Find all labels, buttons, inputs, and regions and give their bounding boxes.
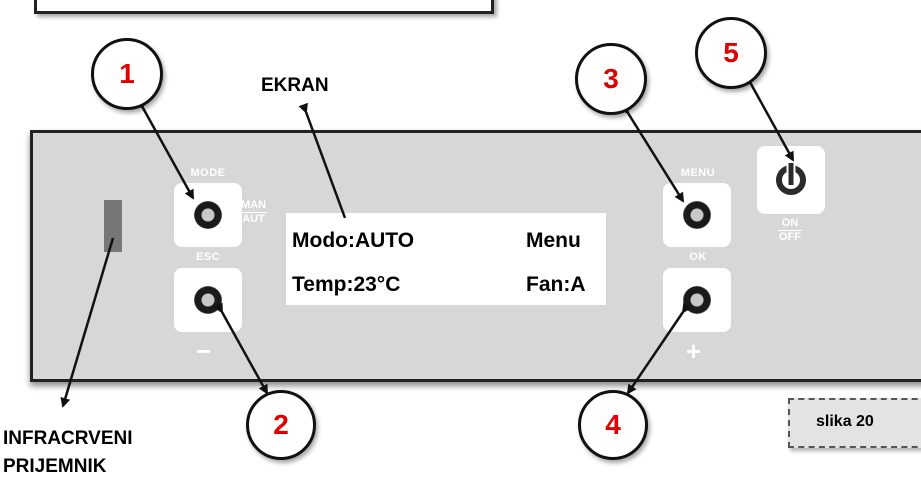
infrared-label-line1: INFRACRVENI <box>3 428 133 449</box>
power-indicator-icon <box>786 161 796 187</box>
esc-button[interactable] <box>174 268 242 332</box>
aut-label: AUT <box>242 213 265 225</box>
minus-sign: − <box>196 336 212 366</box>
infrared-label-line2: PRIJEMNIK <box>3 456 107 477</box>
mode-knob-icon <box>194 201 222 229</box>
menu-label: MENU <box>680 167 716 179</box>
lcd-line1-right: Menu <box>526 229 581 252</box>
lcd-line2-left: Temp:23°C <box>292 273 401 296</box>
top-frame <box>34 0 494 14</box>
on-label: ON <box>778 217 802 231</box>
plus-sign: + <box>686 336 702 366</box>
esc-label: ESC <box>195 251 221 263</box>
on-off-label: ON OFF <box>778 217 802 244</box>
off-label: OFF <box>779 231 801 243</box>
esc-knob-icon <box>194 286 222 314</box>
ok-label: OK <box>689 251 707 263</box>
callout-5: 5 <box>695 17 767 89</box>
power-button[interactable] <box>757 146 825 214</box>
callout-4: 4 <box>578 390 648 460</box>
callout-1: 1 <box>91 38 163 110</box>
ok-knob-icon <box>683 286 711 314</box>
menu-knob-icon <box>683 201 711 229</box>
lcd-screen: Modo:AUTO Menu Temp:23°C Fan:A <box>286 213 606 305</box>
man-label: MAN <box>240 199 268 213</box>
figure-caption-box: slika 20 <box>788 398 921 448</box>
callout-3: 3 <box>575 43 647 115</box>
screen-label: EKRAN <box>261 75 329 96</box>
lcd-line2-right: Fan:A <box>526 273 586 296</box>
mode-button[interactable] <box>174 183 242 247</box>
ok-button[interactable] <box>663 268 731 332</box>
figure-caption: slika 20 <box>816 413 874 430</box>
callout-2: 2 <box>246 390 316 460</box>
infrared-sensor <box>104 200 122 252</box>
menu-button[interactable] <box>663 183 731 247</box>
man-aut-label: MAN AUT <box>240 199 268 226</box>
mode-label: MODE <box>190 167 226 179</box>
lcd-line1-left: Modo:AUTO <box>292 229 415 252</box>
